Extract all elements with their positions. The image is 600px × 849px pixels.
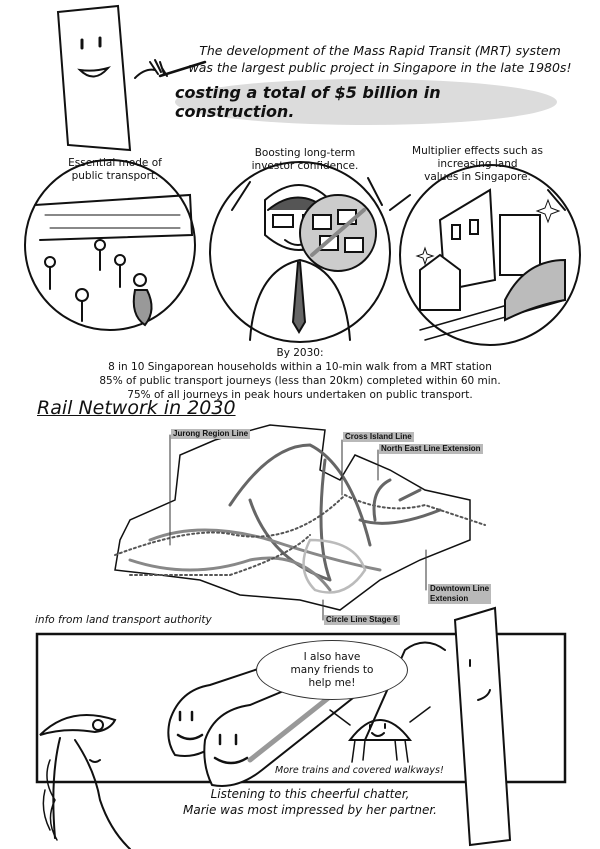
story-caption: Listening to this cheerful chatter, Mari…	[150, 786, 470, 818]
caption-line: public transport.	[71, 170, 159, 182]
caption-line: values in Singapore.	[424, 171, 531, 183]
marie-character	[39, 714, 131, 849]
source-note: info from land transport authority	[35, 614, 212, 626]
bottom-panel-frame	[35, 632, 567, 784]
caption-line: investor confidence.	[251, 160, 359, 172]
label-jurong-region-line: Jurong Region Line	[171, 429, 251, 439]
mrt-pillar-character	[56, 4, 207, 152]
benefit-caption-land-values: Multiplier effects such as increasing la…	[400, 145, 555, 184]
land-values-circle	[399, 164, 581, 346]
tall-pillar-character	[453, 606, 512, 847]
caption-line: Marie was most impressed by her partner.	[183, 803, 437, 817]
stat-item: 8 in 10 Singaporean households within a …	[108, 361, 492, 373]
intro-line-1: The development of the Mass Rapid Transi…	[199, 43, 561, 58]
benefit-caption-transport: Essential mode of public transport.	[55, 157, 175, 183]
public-transport-circle	[24, 159, 197, 331]
intro-text: The development of the Mass Rapid Transi…	[160, 42, 600, 76]
bubble-line: help me!	[308, 676, 356, 689]
caption-line: increasing land	[437, 158, 518, 170]
investor-circle	[209, 161, 391, 343]
label-line: Downtown Line	[430, 584, 490, 593]
rail-network-title: Rail Network in 2030	[37, 397, 236, 419]
label-downtown-line-extension: Downtown Line Extension	[428, 584, 492, 604]
intro-line-2: was the largest public project in Singap…	[188, 60, 572, 75]
caption-line: Essential mode of	[68, 157, 162, 169]
label-line: Extension	[430, 594, 469, 603]
caption-line: Boosting long-term	[254, 147, 356, 159]
stats-heading: By 2030:	[276, 347, 324, 359]
singapore-rail-map	[114, 424, 486, 621]
bubble-line: I also have	[303, 650, 361, 663]
label-cross-island-line: Cross Island Line	[343, 432, 414, 442]
covered-walkway-character	[329, 641, 446, 763]
benefit-caption-investor: Boosting long-term investor confidence.	[240, 147, 370, 173]
stat-item: 85% of public transport journeys (less t…	[99, 375, 501, 387]
label-circle-line-stage-6: Circle Line Stage 6	[324, 615, 400, 625]
stat-item: 75% of all journeys in peak hours undert…	[127, 389, 473, 401]
label-north-east-line-extension: North East Line Extension	[379, 444, 483, 454]
walkways-caption: More trains and covered walkways!	[275, 765, 444, 776]
caption-line: Listening to this cheerful chatter,	[210, 787, 410, 801]
caption-line: Multiplier effects such as	[412, 145, 543, 157]
speech-bubble: I also have many friends to help me!	[256, 640, 408, 700]
stats-2030: By 2030: 8 in 10 Singaporean households …	[60, 346, 540, 402]
cost-highlight: costing a total of $5 billion in constru…	[175, 79, 557, 125]
bubble-line: many friends to	[290, 663, 374, 676]
